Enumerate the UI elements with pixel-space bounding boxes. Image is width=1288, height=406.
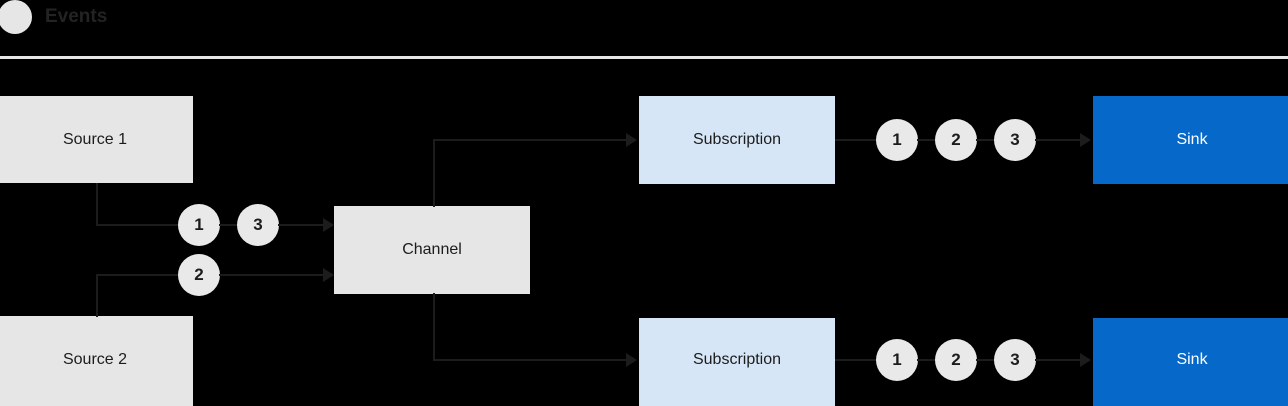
arrowhead-subbottom-to-sink (1080, 353, 1091, 367)
connector-channel-bottom-vertical (433, 293, 435, 361)
connector-badge1-badge3 (219, 224, 238, 226)
badge-label: 3 (253, 215, 263, 234)
connector-source1-horizontal (96, 224, 182, 226)
badge-source1-event-1: 1 (178, 204, 220, 246)
badge-label: 2 (951, 130, 961, 149)
badge-label: 1 (892, 350, 902, 369)
node-subscription-bottom-label: Subscription (692, 351, 782, 369)
connector-channel-top-vertical (433, 140, 435, 207)
arrowhead-source1-to-channel (323, 218, 334, 232)
badge-label: 1 (194, 215, 204, 234)
connector-subtop-badge2-badge3 (976, 139, 995, 141)
connector-source2-to-channel (219, 274, 326, 276)
connector-subtop-to-sink (1035, 139, 1083, 141)
arrowhead-channel-to-subscription-bottom (626, 353, 637, 367)
badge-source2-event-2: 2 (178, 254, 220, 296)
badge-source1-event-3: 3 (237, 204, 279, 246)
badge-subtop-event-3: 3 (994, 119, 1036, 161)
node-sink-bottom[interactable]: Sink (1093, 318, 1288, 406)
node-sink-top[interactable]: Sink (1093, 96, 1288, 184)
arrowhead-source2-to-channel (323, 268, 334, 282)
badge-subtop-event-2: 2 (935, 119, 977, 161)
node-subscription-top-label: Subscription (692, 131, 782, 149)
connector-subbottom-badge2-badge3 (976, 359, 995, 361)
node-sink-top-label: Sink (1176, 131, 1208, 149)
arrowhead-channel-to-subscription-top (626, 133, 637, 147)
badge-label: 2 (194, 265, 204, 284)
page-title: Events (45, 6, 108, 27)
badge-label: 3 (1010, 130, 1020, 149)
node-source-2-label: Source 2 (62, 351, 128, 369)
node-subscription-bottom[interactable]: Subscription (639, 318, 835, 406)
header-divider (0, 56, 1288, 59)
connector-subbottom-to-badge1 (835, 359, 877, 361)
connector-source2-horizontal (96, 274, 182, 276)
node-subscription-top[interactable]: Subscription (639, 96, 835, 184)
arrowhead-subtop-to-sink (1080, 133, 1091, 147)
badge-subbottom-event-1: 1 (876, 339, 918, 381)
badge-label: 1 (892, 130, 902, 149)
connector-source2-vertical (96, 275, 98, 317)
events-dot-icon (0, 0, 32, 34)
node-source-2[interactable]: Source 2 (0, 316, 193, 406)
connector-subbottom-to-sink (1035, 359, 1083, 361)
node-channel-label: Channel (402, 241, 462, 259)
badge-label: 3 (1010, 350, 1020, 369)
connector-subtop-badge1-badge2 (917, 139, 936, 141)
badge-subtop-event-1: 1 (876, 119, 918, 161)
badge-label: 2 (951, 350, 961, 369)
connector-subbottom-badge1-badge2 (917, 359, 936, 361)
connector-channel-top-horizontal (433, 139, 628, 141)
connector-source1-vertical (96, 183, 98, 226)
connector-subtop-to-badge1 (835, 139, 877, 141)
badge-subbottom-event-2: 2 (935, 339, 977, 381)
node-source-1[interactable]: Source 1 (0, 96, 193, 183)
node-channel[interactable]: Channel (334, 206, 530, 294)
node-source-1-label: Source 1 (62, 130, 128, 148)
node-sink-bottom-label: Sink (1176, 351, 1208, 369)
connector-channel-bottom-horizontal (433, 359, 628, 361)
connector-source1-to-channel (278, 224, 326, 226)
badge-subbottom-event-3: 3 (994, 339, 1036, 381)
